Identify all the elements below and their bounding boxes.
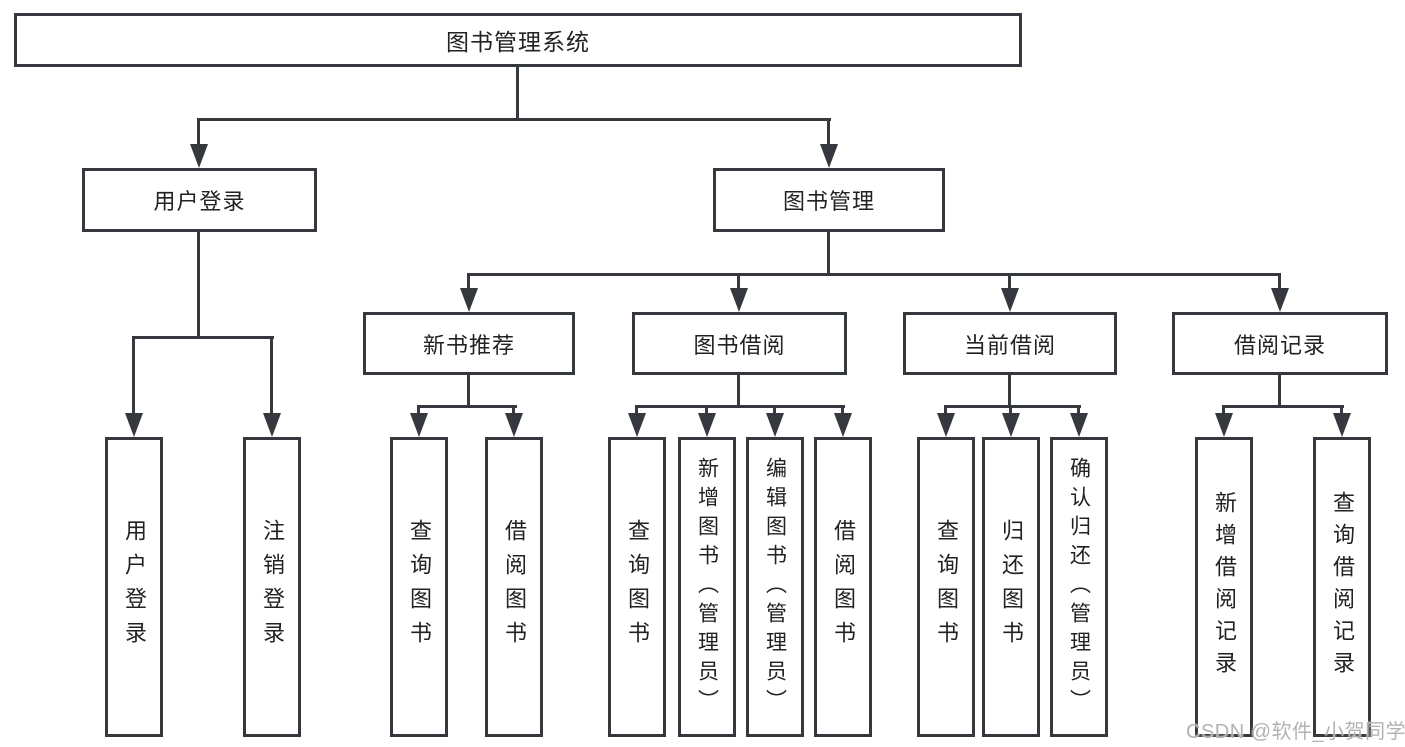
leaf-borrow-edit-book-admin-label: 编辑图书（管理员）: [763, 456, 787, 718]
leaf-current-return-book: 归还图书: [982, 437, 1040, 737]
leaf-borrow-edit-book-admin: 编辑图书（管理员）: [746, 437, 804, 737]
arrow-down-icon: [1271, 288, 1289, 312]
connector-borrow-stem: [737, 375, 740, 407]
leaf-borrow-borrow-book-label: 借阅图书: [831, 519, 856, 655]
node-current-borrow: 当前借阅: [903, 312, 1117, 375]
leaf-borrow-add-book-admin: 新增图书（管理员）: [678, 437, 736, 737]
connector-borrow-drop-4: [841, 405, 844, 416]
connector-bookmgmt-drop-4: [1278, 273, 1281, 290]
connector-borrow-drop-2: [705, 405, 708, 416]
node-new-book-recommend: 新书推荐: [363, 312, 575, 375]
leaf-current-query-book-label: 查询图书: [934, 519, 959, 655]
leaf-borrow-query-book-label: 查询图书: [625, 519, 650, 655]
node-user-login-label: 用户登录: [153, 189, 246, 214]
connector-bookmgmt-drop-3: [1008, 273, 1011, 290]
connector-current-drop-3: [1077, 405, 1080, 416]
connector-bookmgmt-stem: [827, 232, 830, 276]
connector-newbook-drop-2: [512, 405, 515, 416]
arrow-down-icon: [190, 144, 208, 168]
arrow-down-icon: [1333, 413, 1351, 437]
connector-bookmgmt-bar: [467, 273, 1281, 276]
leaf-user-login-logout-label: 注销登录: [260, 519, 285, 655]
node-new-book-recommend-label: 新书推荐: [422, 332, 515, 358]
connector-newbook-drop-1: [417, 405, 420, 416]
leaf-records-add-record: 新增借阅记录: [1195, 437, 1253, 737]
connector-bookmgmt-drop-2: [737, 273, 740, 290]
arrow-down-icon: [1070, 413, 1088, 437]
connector-records-bar: [1222, 405, 1344, 408]
leaf-borrow-add-book-admin-label: 新增图书（管理员）: [695, 456, 719, 718]
leaf-current-return-book-label: 归还图书: [999, 519, 1024, 655]
connector-userlogin-drop-2: [270, 336, 273, 415]
connector-root-drop-left: [197, 118, 200, 146]
leaf-user-login-login: 用户登录: [105, 437, 163, 737]
watermark: CSDN @软件_小贺同学: [1186, 721, 1405, 743]
leaf-current-confirm-return-admin-label: 确认归还（管理员）: [1067, 456, 1091, 718]
leaf-borrow-query-book: 查询图书: [608, 437, 666, 737]
connector-records-drop-2: [1340, 405, 1343, 416]
connector-root-bar: [197, 118, 831, 121]
node-book-management: 图书管理: [713, 168, 945, 232]
arrow-down-icon: [1215, 413, 1233, 437]
leaf-newbook-borrow-book: 借阅图书: [485, 437, 543, 737]
connector-userlogin-bar: [132, 336, 274, 339]
arrow-down-icon: [263, 413, 281, 437]
node-library-system: 图书管理系统: [14, 13, 1022, 67]
connector-records-drop-1: [1222, 405, 1225, 416]
node-library-system-label: 图书管理系统: [446, 29, 590, 55]
node-current-borrow-label: 当前借阅: [963, 332, 1056, 358]
node-borrow-records: 借阅记录: [1172, 312, 1388, 375]
node-book-borrow: 图书借阅: [632, 312, 847, 375]
leaf-user-login-logout: 注销登录: [243, 437, 301, 737]
connector-current-stem: [1008, 375, 1011, 407]
connector-current-drop-1: [944, 405, 947, 416]
leaf-newbook-query-book-label: 查询图书: [407, 519, 432, 655]
connector-root-drop-right: [827, 118, 830, 146]
connector-current-bar: [944, 405, 1081, 408]
connector-userlogin-drop-1: [132, 336, 135, 415]
connector-bookmgmt-drop-1: [467, 273, 470, 290]
arrow-down-icon: [1001, 288, 1019, 312]
connector-current-drop-2: [1009, 405, 1012, 416]
node-book-borrow-label: 图书借阅: [693, 332, 786, 358]
arrow-down-icon: [820, 144, 838, 168]
connector-borrow-drop-3: [773, 405, 776, 416]
leaf-current-query-book: 查询图书: [917, 437, 975, 737]
connector-newbook-stem: [467, 375, 470, 407]
leaf-newbook-borrow-book-label: 借阅图书: [502, 519, 527, 655]
arrow-down-icon: [628, 413, 646, 437]
leaf-current-confirm-return-admin: 确认归还（管理员）: [1050, 437, 1108, 737]
leaf-records-add-record-label: 新增借阅记录: [1212, 491, 1237, 683]
arrow-down-icon: [698, 413, 716, 437]
arrow-down-icon: [460, 288, 478, 312]
arrow-down-icon: [834, 413, 852, 437]
node-borrow-records-label: 借阅记录: [1233, 332, 1326, 358]
node-book-management-label: 图书管理: [782, 189, 875, 214]
leaf-records-query-record-label: 查询借阅记录: [1330, 491, 1355, 683]
connector-borrow-drop-1: [635, 405, 638, 416]
arrow-down-icon: [505, 413, 523, 437]
arrow-down-icon: [937, 413, 955, 437]
leaf-newbook-query-book: 查询图书: [390, 437, 448, 737]
connector-newbook-bar: [417, 405, 517, 408]
leaf-user-login-login-label: 用户登录: [122, 519, 147, 655]
arrow-down-icon: [125, 413, 143, 437]
node-user-login: 用户登录: [82, 168, 317, 232]
connector-root-stem: [516, 67, 519, 118]
connector-records-stem: [1278, 375, 1281, 407]
arrow-down-icon: [410, 413, 428, 437]
connector-borrow-bar: [635, 405, 845, 408]
leaf-borrow-borrow-book: 借阅图书: [814, 437, 872, 737]
arrow-down-icon: [730, 288, 748, 312]
arrow-down-icon: [766, 413, 784, 437]
leaf-records-query-record: 查询借阅记录: [1313, 437, 1371, 737]
connector-userlogin-stem: [197, 232, 200, 339]
arrow-down-icon: [1002, 413, 1020, 437]
